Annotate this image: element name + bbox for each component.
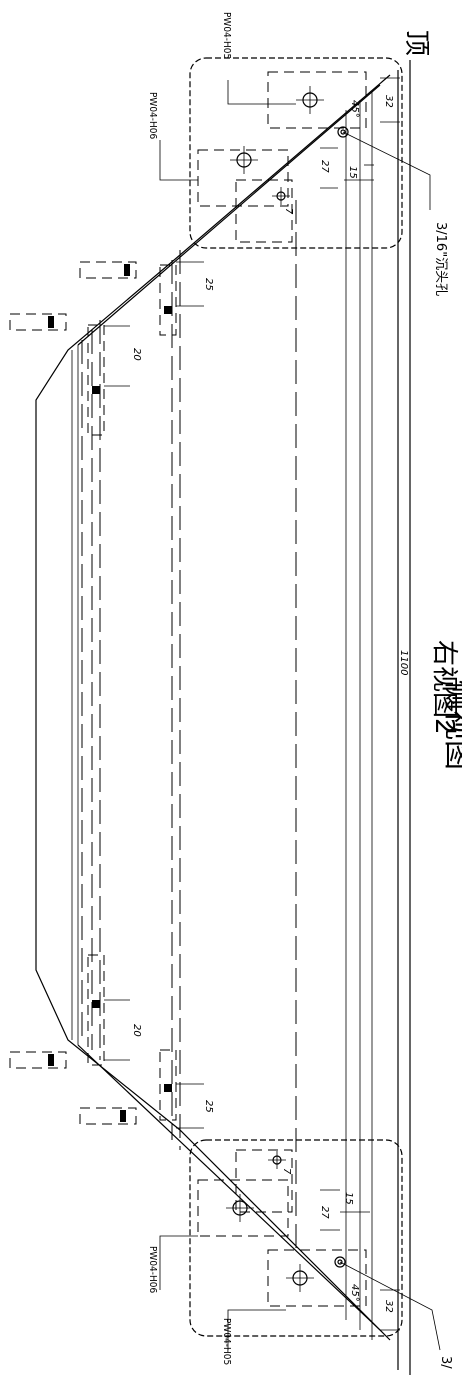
bracket-mark-2 [48, 316, 54, 328]
dim-32-bottom: 32 [383, 1300, 394, 1313]
notch-mark-1 [164, 306, 172, 314]
dim-25-top: 25 [203, 278, 214, 291]
dim-32-top: 32 [383, 95, 394, 108]
hole-note-bottom: 3/ [438, 1356, 453, 1369]
bracket-mark-3 [48, 1054, 54, 1066]
bracket-mark-4 [120, 1110, 126, 1122]
part-label-h05-bottom: PW04-H05 [221, 1318, 232, 1365]
notch-1 [159, 264, 177, 336]
dim-15-bottom: 15 [343, 1192, 354, 1205]
bracket-top-2 [9, 313, 67, 331]
bottom-detail-cloud [189, 1139, 403, 1337]
top-hidden-block-2 [197, 149, 289, 207]
dim-20-bottom: 20 [131, 1024, 142, 1037]
dim-45-top: 45° [349, 100, 360, 118]
part-label-h06-top: PW04-H06 [147, 92, 158, 140]
part-label-h05-top: PW04-H05 [221, 12, 232, 59]
bottom-hole-small [268, 1151, 286, 1169]
hole-note-top: 3/16"沉头孔 [433, 222, 448, 296]
notch-3 [87, 954, 105, 1066]
leader-h05-top [227, 80, 296, 105]
bottom-hidden-block-1 [267, 1249, 367, 1307]
bracket-bottom-1 [9, 1051, 67, 1069]
notch-4 [159, 1049, 177, 1121]
length-dimension: 1100 [398, 650, 409, 675]
leader-hole-top [342, 131, 431, 210]
top-countersunk-hole [337, 126, 349, 138]
dim-7-top: 7 [283, 208, 294, 215]
top-target-2 [230, 146, 258, 174]
top-hole-small [272, 187, 290, 205]
side-title: 侧视图 [440, 680, 462, 770]
leader-hole-bottom [339, 1261, 441, 1351]
dim-7-bottom: 7 [281, 1168, 292, 1175]
bracket-top-1 [79, 261, 137, 279]
dim-27-top: 27 [319, 160, 330, 173]
leader-h05-bottom [227, 1309, 286, 1350]
dim-15-top: 15 [347, 166, 358, 179]
dim-27-bottom: 27 [319, 1206, 330, 1219]
part-label-h06-bottom: PW04-H06 [147, 1246, 158, 1294]
notch-mark-4 [164, 1084, 172, 1092]
bottom-countersunk-hole [334, 1256, 346, 1268]
inner-diagonal-top [77, 84, 381, 346]
bottom-target-1 [286, 1264, 314, 1292]
dim-45-bottom: 45° [349, 1284, 360, 1302]
dim-25-bottom: 25 [203, 1100, 214, 1113]
bracket-mark-1 [124, 264, 130, 276]
top-target-1 [296, 86, 324, 114]
view-title: 右视图2 [429, 640, 459, 735]
dim-20-top: 20 [131, 348, 142, 361]
notch-mark-2 [92, 386, 100, 394]
top-hidden-block-3 [235, 179, 293, 243]
top-hidden-block-1 [267, 71, 367, 129]
bottom-hidden-block-3 [235, 1149, 293, 1213]
notch-mark-3 [92, 1000, 100, 1008]
inner-diagonal-bottom [77, 1044, 381, 1331]
title-top: 顶 [401, 30, 431, 56]
body-outline [35, 74, 391, 1341]
bottom-target-2 [226, 1194, 254, 1222]
bracket-bottom-2 [79, 1107, 137, 1125]
notch-2 [87, 324, 105, 436]
leader-h06-bottom [159, 1235, 198, 1290]
top-detail-cloud [189, 57, 403, 249]
bottom-hidden-block-2 [197, 1179, 289, 1237]
leader-h06-top [159, 140, 198, 181]
